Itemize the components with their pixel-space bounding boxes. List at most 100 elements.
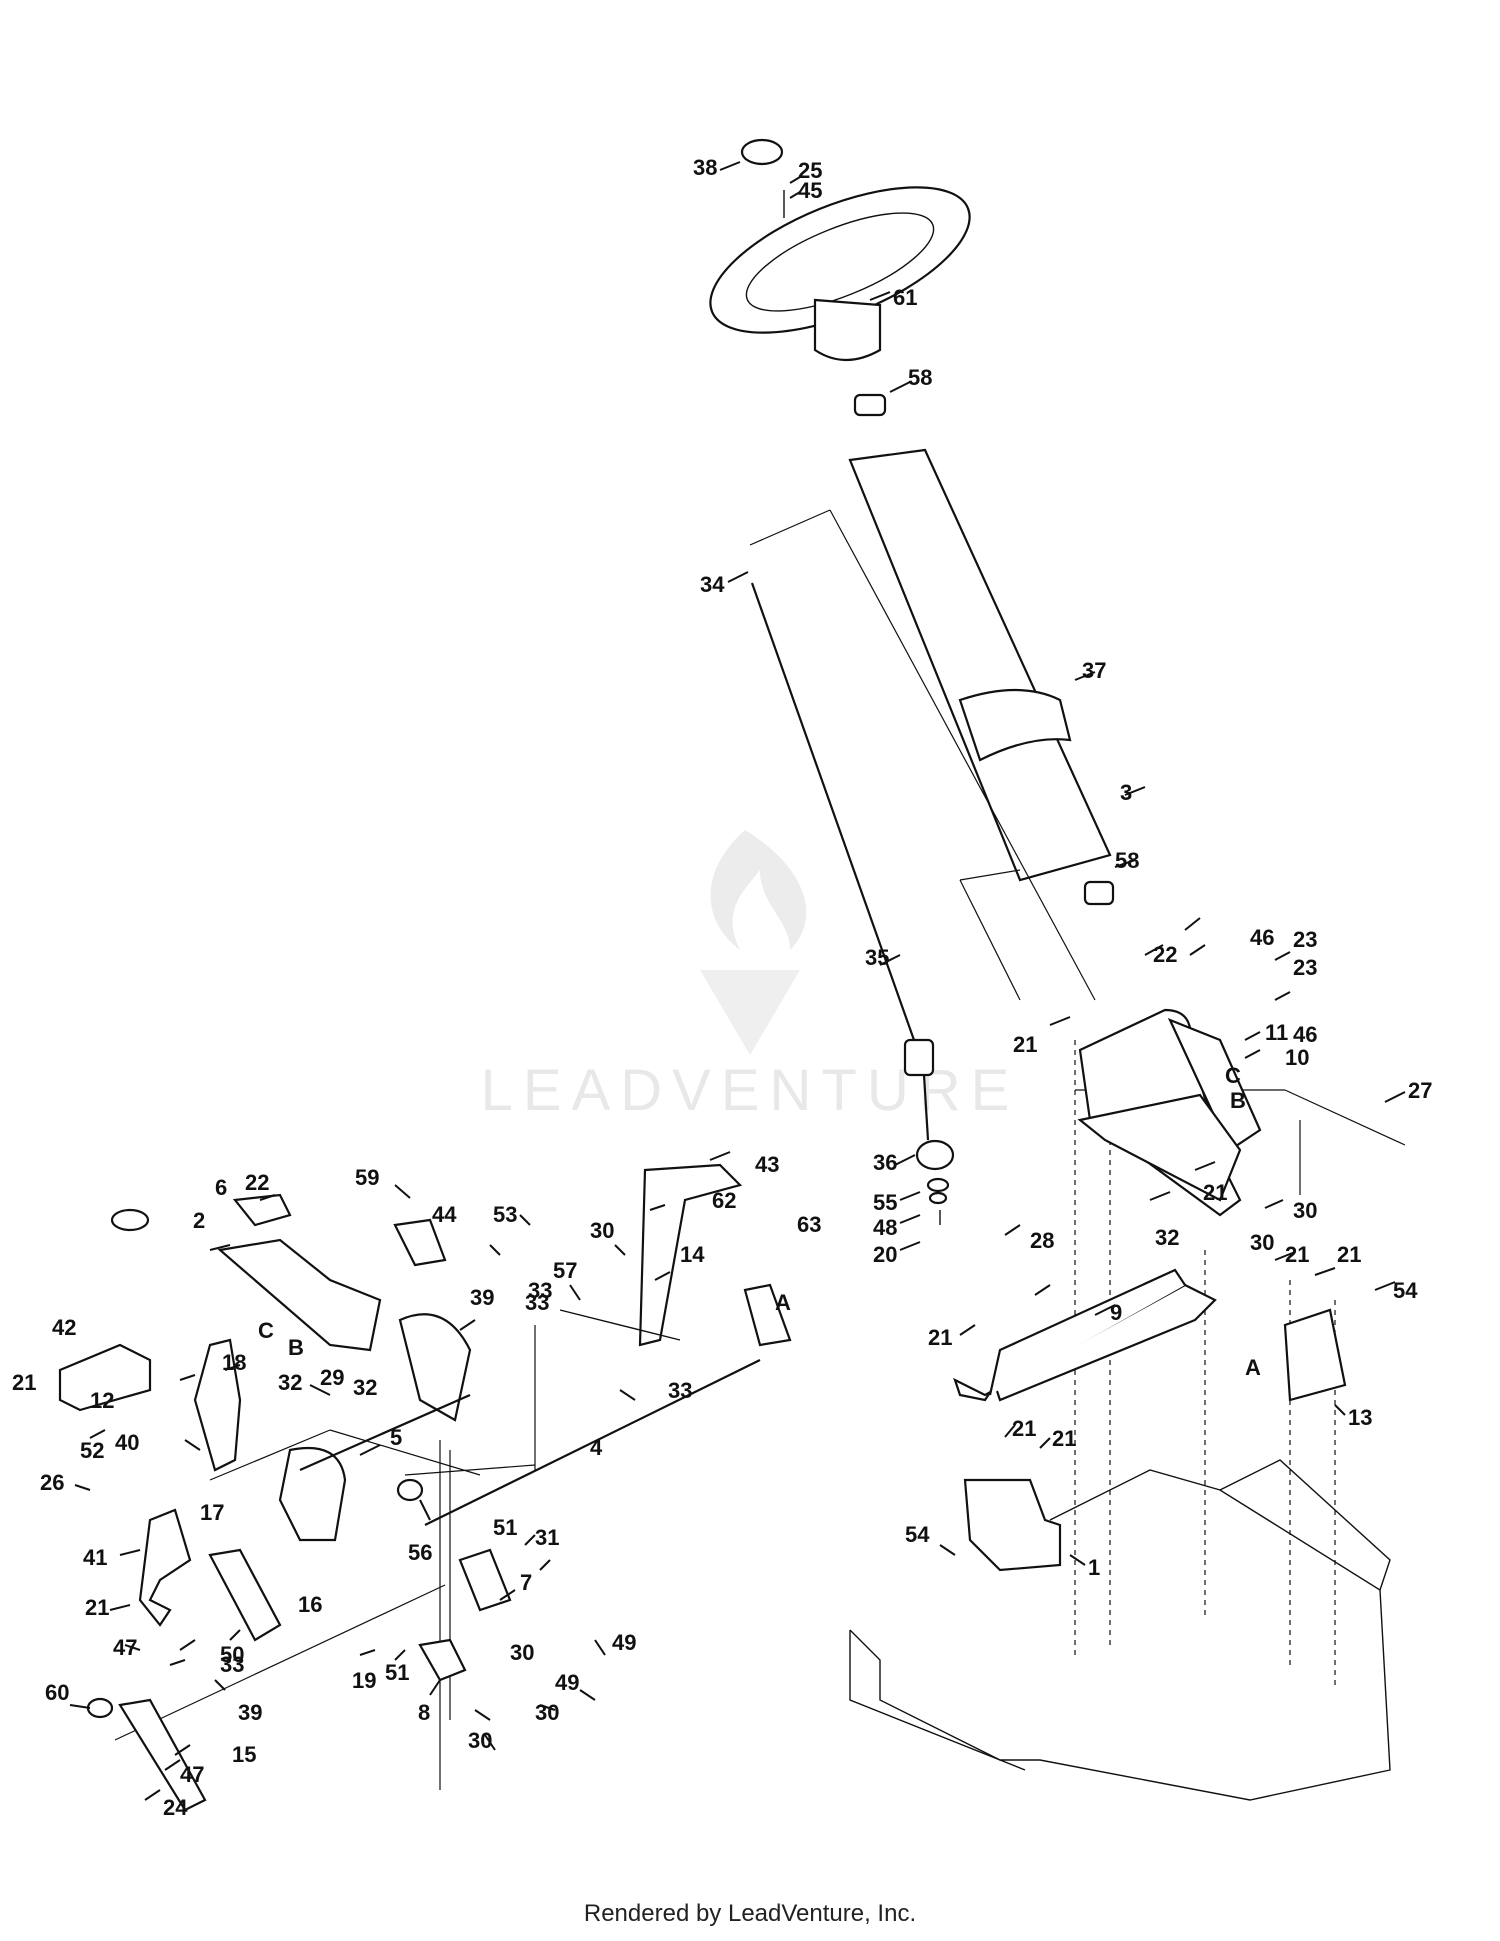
callout-4: 4: [590, 1435, 603, 1460]
callout-62: 62: [712, 1188, 736, 1213]
callout-21a: 21: [1013, 1032, 1037, 1057]
callout-21f: 21: [1012, 1416, 1036, 1441]
callout-41: 41: [83, 1545, 107, 1570]
callout-21e: 21: [928, 1325, 952, 1350]
callout-12: 12: [90, 1388, 114, 1413]
callout-7: 7: [520, 1570, 532, 1595]
ref-letter-c-left: C: [258, 1318, 274, 1343]
callout-60: 60: [45, 1680, 69, 1705]
callout-15: 15: [232, 1742, 256, 1767]
callout-13: 13: [1348, 1405, 1372, 1430]
callout-21h: 21: [12, 1370, 36, 1395]
callout-10: 10: [1285, 1045, 1309, 1070]
steering-wheel-group: [709, 138, 971, 417]
callout-45: 45: [798, 178, 822, 203]
callout-31: 31: [535, 1525, 559, 1550]
callout-55: 55: [873, 1190, 897, 1215]
callout-21g: 21: [1052, 1426, 1076, 1451]
callout-32b: 32: [278, 1370, 302, 1395]
steering-shaft: [750, 582, 955, 1225]
callout-58a: 58: [908, 365, 932, 390]
callout-37: 37: [1082, 658, 1106, 683]
callout-32a: 32: [1155, 1225, 1179, 1250]
callout-27: 27: [1408, 1078, 1432, 1103]
callout-labels: 1 2 3 4 5 6 7 8 9 10 11 12 13 14 15 16 1…: [12, 155, 1432, 1820]
callout-14: 14: [680, 1242, 705, 1267]
frame-and-brackets: [849, 1008, 1391, 1801]
callout-39b: 39: [238, 1700, 262, 1725]
callout-53: 53: [493, 1202, 517, 1227]
callout-49b: 49: [555, 1670, 579, 1695]
steering-column: [848, 448, 1115, 906]
reference-letters: A B C A B C: [258, 1063, 1261, 1380]
callout-28: 28: [1030, 1228, 1054, 1253]
callout-29: 29: [320, 1365, 344, 1390]
callout-6: 6: [215, 1175, 227, 1200]
callout-40: 40: [115, 1430, 139, 1455]
callout-33a: 33: [525, 1290, 549, 1315]
callout-22a: 22: [1153, 942, 1177, 967]
callout-21i: 21: [85, 1595, 109, 1620]
callout-54b: 54: [905, 1522, 930, 1547]
callout-30a: 30: [1293, 1198, 1317, 1223]
ref-letter-b-right: B: [1230, 1088, 1246, 1113]
pedal-assemblies: [58, 1163, 792, 1812]
callout-30f: 30: [510, 1640, 534, 1665]
callout-51a: 51: [493, 1515, 517, 1540]
callout-2: 2: [193, 1208, 205, 1233]
callout-19: 19: [352, 1668, 376, 1693]
callout-20: 20: [873, 1242, 897, 1267]
callout-57: 57: [553, 1258, 577, 1283]
callout-23a: 23: [1293, 927, 1317, 952]
ref-letter-c-right: C: [1225, 1063, 1241, 1088]
callout-34: 34: [700, 572, 725, 597]
callout-48: 48: [873, 1215, 897, 1240]
callout-33d: 33: [528, 1278, 552, 1303]
callout-36: 36: [873, 1150, 897, 1175]
callout-21c: 21: [1285, 1242, 1309, 1267]
callout-11: 11: [1265, 1020, 1288, 1045]
callout-38: 38: [693, 155, 717, 180]
callout-18: 18: [222, 1350, 246, 1375]
callout-21d: 21: [1337, 1242, 1361, 1267]
callout-63: 63: [797, 1212, 821, 1237]
callout-44: 44: [432, 1202, 457, 1227]
callout-47a: 47: [113, 1635, 137, 1660]
callout-25: 25: [798, 158, 822, 183]
ref-letter-a-left: A: [775, 1290, 791, 1315]
callout-30c: 30: [590, 1218, 614, 1243]
callout-30b: 30: [1250, 1230, 1274, 1255]
callout-16: 16: [298, 1592, 322, 1617]
leader-lines: [69, 161, 1406, 1801]
callout-59: 59: [355, 1165, 379, 1190]
callout-43: 43: [755, 1152, 779, 1177]
callout-5: 5: [390, 1425, 402, 1450]
callout-54a: 54: [1393, 1278, 1418, 1303]
callout-32c: 32: [353, 1375, 377, 1400]
callout-39a: 39: [470, 1285, 494, 1310]
callout-51b: 51: [385, 1660, 409, 1685]
ref-letter-a-right: A: [1245, 1355, 1261, 1380]
footer-credit: Rendered by LeadVenture, Inc.: [583, 1900, 917, 1927]
callout-50: 50: [220, 1642, 244, 1667]
callout-3: 3: [1120, 780, 1132, 805]
watermark-text: LEADVENTURE: [481, 1058, 1020, 1123]
callout-52: 52: [80, 1438, 104, 1463]
callout-35: 35: [865, 945, 889, 970]
callout-30e: 30: [468, 1728, 492, 1753]
callout-17: 17: [200, 1500, 224, 1525]
ref-letter-b-left: B: [288, 1335, 304, 1360]
callout-42: 42: [52, 1315, 76, 1340]
callout-26: 26: [40, 1470, 64, 1495]
callout-47b: 47: [180, 1762, 204, 1787]
callout-46b: 46: [1293, 1022, 1317, 1047]
callout-8: 8: [418, 1700, 430, 1725]
callout-30d: 30: [535, 1700, 559, 1725]
callout-1: 1: [1088, 1555, 1100, 1580]
callout-56: 56: [408, 1540, 432, 1565]
callout-24: 24: [163, 1795, 188, 1820]
callout-46a: 46: [1250, 925, 1274, 950]
callout-33b: 33: [668, 1378, 692, 1403]
leadventure-watermark: LEADVENTURE: [481, 830, 1020, 1123]
